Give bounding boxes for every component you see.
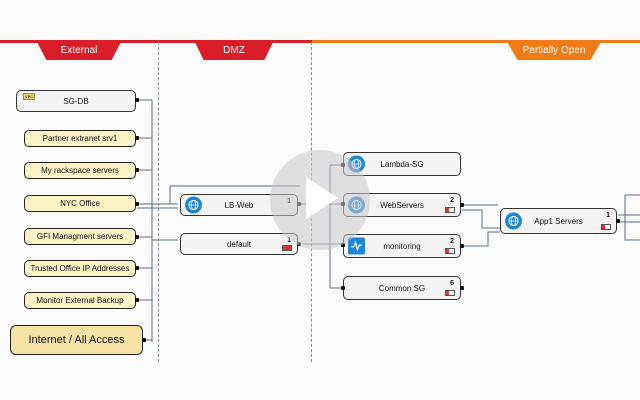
port [460,286,464,290]
node-nyc-office[interactable]: NYC Office [24,195,136,212]
node-default[interactable]: default 1 [180,233,298,255]
instance-count: 1 [287,237,291,244]
node-partner-extranet[interactable]: Partner extranet srv1 [24,130,136,147]
node-label: Partner extranet srv1 [42,134,118,143]
node-label: App1 Servers [534,216,583,226]
instance-count: 6 [450,280,454,287]
play-button[interactable] [270,150,370,250]
node-trusted-office-ips[interactable]: Trusted Office IP Addresses [24,260,136,277]
port [142,338,146,342]
node-common-sg[interactable]: Common SG 6 [343,276,461,300]
instance-count: 2 [450,238,454,245]
status-chip [445,248,455,254]
pulse-icon [348,237,365,255]
node-monitor-backup[interactable]: Monitor External Backup [24,292,136,309]
zone-tab-external: External [36,40,122,60]
port [135,235,139,239]
zone-tab-dmz: DMZ [194,40,274,60]
port [460,244,464,248]
node-label: monitoring [383,241,421,251]
node-label: Common SG [378,283,426,293]
node-sg-db[interactable]: VPC SG-DB [16,90,136,112]
port [616,219,620,223]
node-monitoring[interactable]: monitoring 2 [343,234,461,258]
vpc-tag: VPC [23,93,36,100]
port [135,298,139,302]
node-label: default [226,239,252,249]
node-label: Monitor External Backup [36,296,124,305]
node-lb-web[interactable]: LB-Web 1 [180,194,298,216]
node-label: Trusted Office IP Addresses [30,264,130,273]
status-chip [282,245,292,251]
port [135,136,139,140]
divider-external-dmz [158,42,159,362]
zone-line-orange [312,40,640,43]
node-label: NYC Office [60,199,100,208]
node-lambda-sg[interactable]: Lambda-SG [343,152,461,176]
node-gfi-servers[interactable]: GFI Managment servers [24,228,136,245]
node-label: WebServers [380,200,424,210]
node-label: LB-Web [224,200,254,210]
node-label: GFI Managment servers [36,232,124,241]
play-icon [298,173,342,228]
port [460,203,464,207]
status-chip [445,207,455,213]
status-chip [445,290,455,296]
globe-icon [505,212,522,230]
zone-line-red [0,40,312,43]
node-internet-all-access[interactable]: Internet / All Access [10,325,143,355]
port [135,98,139,102]
zone-tab-partially-open: Partially Open [506,40,602,60]
node-label: Lambda-SG [380,159,424,169]
globe-icon [185,196,202,214]
node-rackspace-servers[interactable]: My rackspace servers [24,162,136,179]
port [135,266,139,270]
node-app1-servers[interactable]: App1 Servers 1 [500,208,617,234]
instance-count: 2 [450,197,454,204]
port [341,243,345,247]
node-label: My rackspace servers [41,166,119,175]
node-label: Internet / All Access [28,334,125,346]
instance-count: 1 [606,212,610,219]
port [341,286,345,290]
port [135,202,139,206]
port [135,168,139,172]
node-label: SG-DB [63,96,89,106]
status-chip [601,224,611,230]
